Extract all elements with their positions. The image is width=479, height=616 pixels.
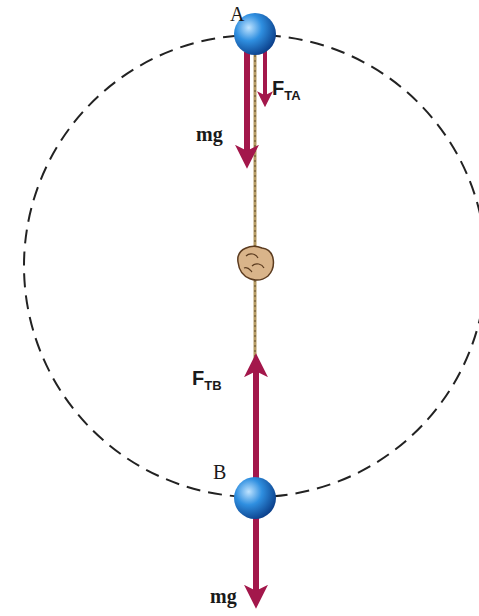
- force-label: FTA: [272, 78, 301, 102]
- point-label: B: [213, 462, 226, 482]
- force-label: mg: [210, 586, 237, 606]
- weight-arrow-b: [253, 514, 259, 598]
- circular-path: [24, 35, 479, 497]
- point-label: A: [230, 4, 244, 24]
- hand-fingers: [244, 254, 264, 272]
- weight-arrow-a: [244, 52, 250, 158]
- force-label: FTB: [192, 368, 222, 392]
- tension-arrow-a: [263, 48, 267, 100]
- ball-b: [234, 477, 276, 519]
- force-label: mg: [196, 124, 223, 144]
- hand: [238, 247, 274, 280]
- tension-arrow-b: [253, 364, 259, 482]
